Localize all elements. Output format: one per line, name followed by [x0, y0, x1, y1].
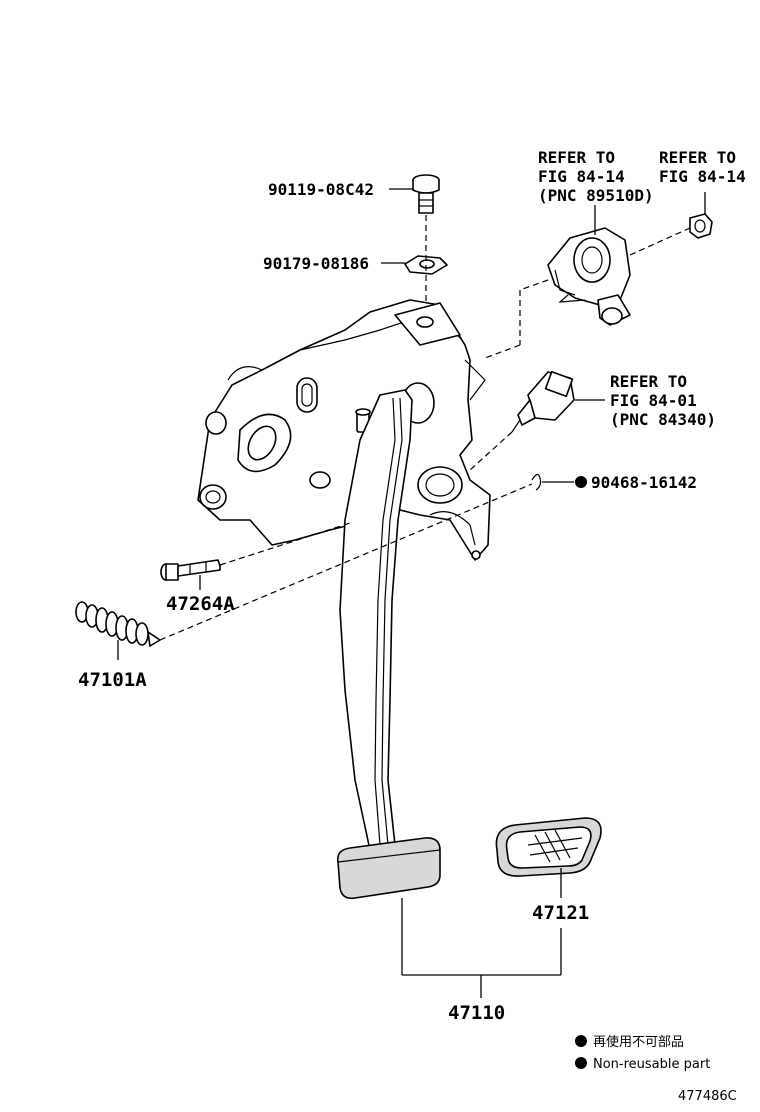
- nut-label: 90179-08186: [263, 254, 369, 273]
- spring-part: [75, 601, 161, 647]
- sensor-bracket-line: [519, 279, 549, 291]
- spring-label: 47101A: [78, 669, 147, 691]
- stop-lamp-switch: [511, 370, 575, 433]
- legend-mark-jp: [575, 1035, 587, 1047]
- refer-switch-line3: (PNC 84340): [610, 410, 716, 429]
- refer-sensor-line2: FIG 84-14: [538, 167, 625, 186]
- pad-part: [495, 817, 602, 877]
- refer-cushion-line2: FIG 84-14: [659, 167, 746, 186]
- pin-label: 47264A: [166, 593, 235, 615]
- non-reusable-mark-clip: [575, 476, 587, 488]
- pedal-assy-leader: [401, 898, 562, 998]
- figure-id: 477486C: [678, 1089, 737, 1104]
- pedal-assy-label: 47110: [448, 1002, 505, 1024]
- clip-part: [531, 473, 542, 491]
- cushion-part: [689, 213, 713, 239]
- stroke-sensor: [547, 227, 631, 326]
- sensor-bracket-line-3: [484, 344, 521, 359]
- refer-sensor-line1: REFER TO: [538, 148, 615, 167]
- pedal-arm: [339, 389, 413, 851]
- bolt-label: 90119-08C42: [268, 180, 374, 199]
- clip-label: 90468-16142: [591, 473, 697, 492]
- legend-line2: Non-reusable part: [593, 1057, 710, 1072]
- pin-part: [160, 559, 221, 581]
- spring-axis-line: [159, 483, 533, 641]
- bolt-part: [412, 174, 440, 214]
- refer-switch-line2: FIG 84-01: [610, 391, 697, 410]
- pad-label: 47121: [532, 902, 589, 924]
- legend-mark-en: [575, 1057, 587, 1069]
- refer-cushion-line1: REFER TO: [659, 148, 736, 167]
- pin-axis-line: [219, 522, 351, 566]
- sensor-axis-line: [629, 227, 691, 256]
- refer-switch-line1: REFER TO: [610, 372, 687, 391]
- pedal-pad-on-arm: [336, 837, 441, 900]
- refer-sensor-line3: (PNC 89510D): [538, 186, 654, 205]
- legend-line1: 再使用不可部品: [593, 1034, 684, 1050]
- pedal-bracket: [197, 299, 491, 561]
- switch-axis-line: [469, 431, 513, 471]
